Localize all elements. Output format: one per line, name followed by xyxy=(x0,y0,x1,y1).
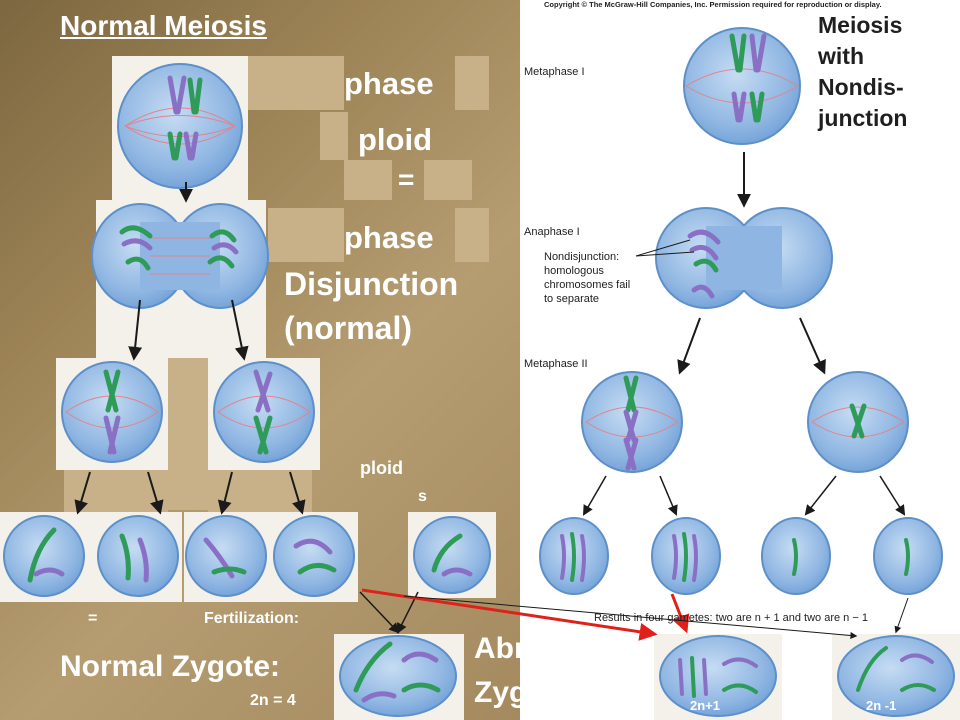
right-anaphase-1-cell xyxy=(655,207,833,309)
note-line: to separate xyxy=(544,293,600,305)
disjunction-label: Disjunction xyxy=(284,266,459,302)
title-line: Nondis- xyxy=(818,74,904,100)
normal-zygote-cell xyxy=(339,635,457,717)
normal-zygote-count: 2n = 4 xyxy=(250,692,296,709)
right-gamete-4 xyxy=(873,517,943,595)
label-patch xyxy=(344,160,392,200)
equals-label-1: = xyxy=(398,164,415,195)
anaphase-1-label: Anaphase I xyxy=(524,226,580,238)
metaphase-1-label: Metaphase I xyxy=(524,66,585,78)
ploid-label-2: ploid xyxy=(360,458,403,478)
label-patch xyxy=(268,208,344,262)
label-patch xyxy=(168,358,208,510)
left-metaphase-1-cell xyxy=(117,63,243,189)
phase-label-2: phase xyxy=(344,220,434,255)
left-anaphase-1-cell xyxy=(91,203,269,309)
right-gamete-3 xyxy=(761,517,831,595)
label-patch xyxy=(424,160,472,200)
note-line: chromosomes fail xyxy=(544,279,631,291)
zygote-plus-cell xyxy=(659,635,777,717)
right-metaphase-2-cell-b xyxy=(807,371,909,473)
label-patch xyxy=(455,208,489,262)
note-line: homologous xyxy=(544,265,604,277)
s-label: s xyxy=(418,488,427,505)
results-caption: Results in four gametes: two are n + 1 a… xyxy=(594,612,868,624)
nondisjunction-title: Meiosis with Nondis- junction xyxy=(818,10,958,134)
left-gamete-4 xyxy=(273,515,355,597)
phase-label-1: phase xyxy=(344,66,434,101)
nondisjunction-note: Nondisjunction: homologous chromosomes f… xyxy=(544,250,654,306)
label-patch xyxy=(248,56,344,110)
zygote-minus-cell xyxy=(837,635,955,717)
zygote-minus-label: 2n -1 xyxy=(866,698,897,713)
left-gamete-2 xyxy=(97,515,179,597)
copyright-notice: Copyright © The McGraw-Hill Companies, I… xyxy=(544,0,882,9)
note-line: Nondisjunction: xyxy=(544,251,620,263)
label-patch xyxy=(455,56,489,110)
left-gamete-3 xyxy=(185,515,267,597)
equals-label-2: = xyxy=(88,610,98,627)
title-line: with xyxy=(818,43,864,69)
right-gamete-2 xyxy=(651,517,721,595)
right-gamete-1 xyxy=(539,517,609,595)
normal-label: (normal) xyxy=(284,310,412,346)
normal-zygote-label: Normal Zygote: xyxy=(60,650,281,683)
abnormal-label-line1: Abnormal xyxy=(474,632,615,665)
abnormal-label-line2: Zygotes: xyxy=(474,676,600,709)
title-line: junction xyxy=(818,105,908,131)
right-metaphase-2-cell-a xyxy=(581,371,683,473)
zygote-plus-label: 2n+1 xyxy=(690,698,720,713)
metaphase-2-label: Metaphase II xyxy=(524,358,588,370)
normal-meiosis-title: Normal Meiosis xyxy=(60,10,267,41)
left-gamete-1 xyxy=(3,515,85,597)
ploid-label-1: ploid xyxy=(358,122,433,157)
left-gamete-5 xyxy=(413,516,491,594)
fertilization-label: Fertilization: xyxy=(204,610,300,627)
left-metaphase-2-cell-a xyxy=(61,361,163,463)
label-patch xyxy=(320,112,348,160)
right-metaphase-1-cell xyxy=(683,27,801,145)
title-line: Meiosis xyxy=(818,12,903,38)
left-metaphase-2-cell-b xyxy=(213,361,315,463)
